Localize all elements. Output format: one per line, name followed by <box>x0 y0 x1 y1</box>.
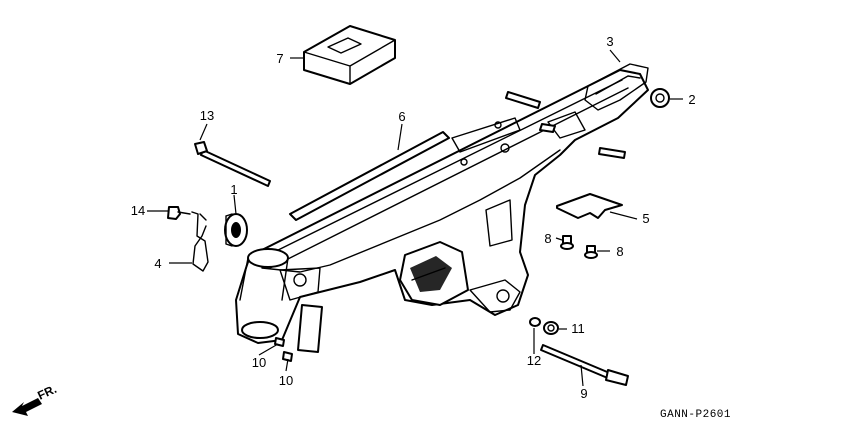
callout-4: 4 <box>154 256 161 271</box>
callouts: 1 2 3 4 5 6 7 8 8 9 10 10 11 12 13 14 <box>131 34 696 401</box>
callout-6: 6 <box>398 109 405 124</box>
callout-3: 3 <box>606 34 613 49</box>
callout-13: 13 <box>200 108 214 123</box>
callout-2: 2 <box>688 92 695 107</box>
callout-10a: 10 <box>252 355 266 370</box>
callout-8a: 8 <box>544 231 551 246</box>
bracket-plate-part <box>556 193 623 219</box>
long-bolt-part <box>194 141 271 187</box>
callout-14: 14 <box>131 203 145 218</box>
arrow-left-icon <box>12 398 42 416</box>
leader-lines <box>147 49 683 387</box>
direction-label: FR. <box>35 382 58 403</box>
callout-12: 12 <box>527 353 541 368</box>
roller-part <box>224 213 248 247</box>
front-direction-arrow: FR. <box>12 382 59 416</box>
small-bolt-a-part <box>560 235 574 250</box>
bolt-14-part <box>167 206 191 220</box>
spring-clip-part <box>191 211 209 272</box>
foam-pad-part <box>303 25 396 85</box>
chain-guard-part <box>297 304 323 353</box>
callout-8b: 8 <box>616 244 623 259</box>
callout-11: 11 <box>571 321 585 336</box>
callout-7: 7 <box>276 51 283 66</box>
small-bolt-b-part <box>584 245 598 259</box>
callout-9: 9 <box>580 386 587 401</box>
pivot-bolt-part <box>540 344 629 386</box>
clip-b-part <box>282 351 293 362</box>
washer-part <box>529 317 541 327</box>
main-frame-part <box>235 63 649 344</box>
nut-part <box>543 321 559 335</box>
grommet-part <box>650 88 670 108</box>
callout-1: 1 <box>230 182 237 197</box>
diagram-code: GANN-P2601 <box>660 409 731 421</box>
rubber-strip-part <box>289 131 450 221</box>
callout-5: 5 <box>642 211 649 226</box>
callout-10b: 10 <box>279 373 293 388</box>
